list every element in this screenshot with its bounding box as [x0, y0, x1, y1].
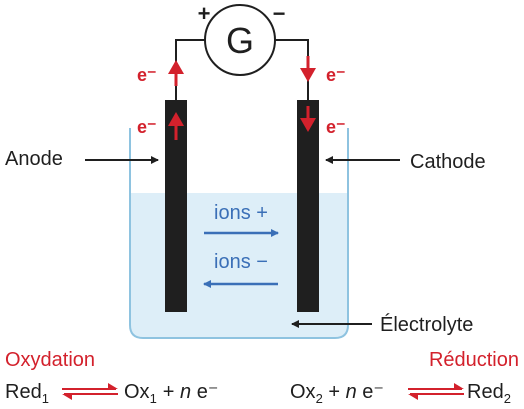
electron-arrow-icon: [168, 60, 184, 86]
reduction-title: Réduction: [429, 349, 519, 371]
oxidation-products: Ox1+ n e⁻: [124, 381, 218, 406]
anode-electrode: [165, 100, 187, 312]
ions-positive-label: ions +: [214, 202, 268, 224]
reduction-product: Red2: [467, 381, 511, 406]
equilibrium-arrow-icon: [408, 383, 464, 400]
electrolyte-label: Électrolyte: [380, 313, 473, 336]
equilibrium-arrow-icon: [62, 383, 118, 400]
electron-arrow-icon: [300, 56, 316, 82]
electron-label: e⁻: [137, 117, 157, 137]
electron-label: e⁻: [326, 117, 346, 137]
anode-label: Anode: [5, 148, 63, 170]
galvanometer-plus: +: [198, 1, 211, 26]
electron-label: e⁻: [326, 65, 346, 85]
galvanometer-symbol: G: [226, 20, 254, 61]
electron-arrow-icon: [300, 106, 316, 132]
electron-label: e⁻: [137, 65, 157, 85]
reduction-reactants: Ox2 + n e⁻: [290, 381, 384, 406]
galvanometer-minus: −: [273, 1, 286, 26]
cathode-label: Cathode: [410, 151, 486, 173]
electron-arrow-icon: [168, 112, 184, 140]
ions-negative-label: ions −: [214, 251, 268, 273]
oxidation-title: Oxydation: [5, 349, 95, 371]
beaker: [129, 128, 349, 339]
galvanometer: G + −: [198, 1, 286, 76]
cathode-electrode: [297, 100, 319, 312]
oxidation-reactant: Red1: [5, 381, 49, 406]
galvanometer-circle: [204, 4, 276, 76]
